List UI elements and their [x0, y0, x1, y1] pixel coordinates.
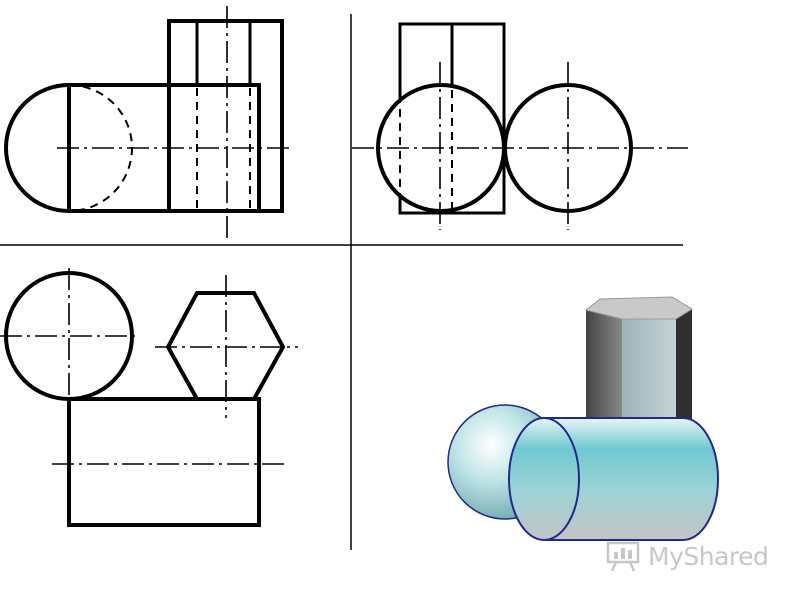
- cylinder-body: [543, 417, 719, 541]
- hex-prism-right-face: [676, 309, 692, 428]
- isometric-model: [447, 296, 719, 541]
- cylinder-front-face: [508, 417, 580, 541]
- front-view-prism-rect: [167, 19, 284, 213]
- top-view-cylinder-rect: [67, 397, 261, 527]
- watermark-text: MyShared: [648, 541, 769, 571]
- presentation-board-icon: [606, 541, 640, 572]
- watermark: MyShared: [606, 536, 776, 576]
- front-view-half-circle: [4, 83, 70, 213]
- top-view: [0, 268, 298, 527]
- hex-prism-dark-face: [586, 310, 622, 428]
- hex-prism-top-face: [584, 296, 693, 320]
- cylinder-3d: [508, 417, 719, 541]
- hex-prism-light-face: [622, 319, 676, 428]
- side-view: [352, 22, 688, 230]
- front-view: [4, 6, 290, 243]
- hex-prism-3d: [584, 296, 693, 428]
